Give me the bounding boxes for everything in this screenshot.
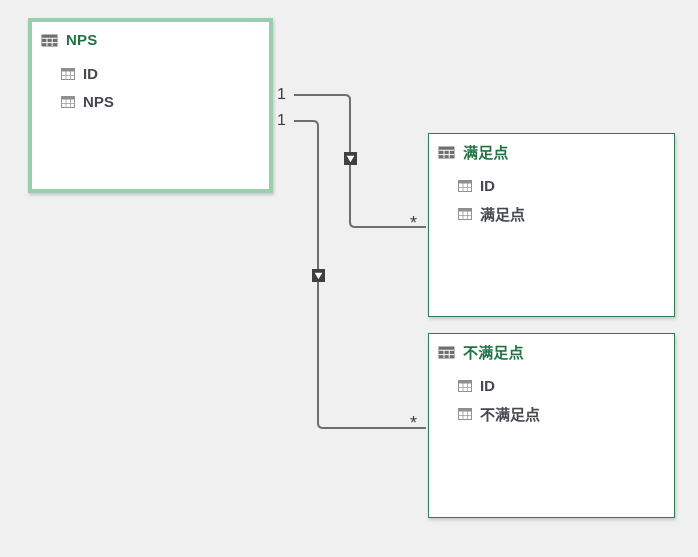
relationship-line-nps-manzudian[interactable] [294,94,426,228]
table-header[interactable]: 满足点 [438,143,666,162]
field-label: NPS [83,93,114,111]
field-table-icon [458,208,472,220]
table-header[interactable]: 不满足点 [438,343,666,362]
table-icon [438,146,455,159]
cardinality-one-label: 1 [277,112,286,129]
field-label: ID [480,377,495,395]
field-table-icon [61,96,75,108]
field-label: ID [83,65,98,83]
field-table-icon [458,380,472,392]
field-table-icon [458,408,472,420]
field-row[interactable]: ID [458,177,666,195]
table-icon [41,34,58,47]
cardinality-many-label: * [410,213,418,233]
field-row[interactable]: 不满足点 [458,405,666,424]
table-card-nps[interactable]: NPS ID NPS [28,18,273,193]
field-label: ID [480,177,495,195]
relationship-line-nps-bumanzudian[interactable] [294,120,426,429]
table-card-manzudian[interactable]: 满足点 ID 满足点 [428,133,675,317]
table-title: 不满足点 [463,345,524,362]
field-row[interactable]: ID [61,65,261,83]
cardinality-many-label: * [410,413,418,433]
field-row[interactable]: NPS [61,93,261,111]
cardinality-one-label: 1 [277,86,286,103]
table-header[interactable]: NPS [41,31,261,50]
field-label: 不满足点 [480,406,541,424]
field-table-icon [458,180,472,192]
field-table-icon [61,68,75,80]
field-row[interactable]: 满足点 [458,205,666,224]
table-title: 满足点 [463,145,509,162]
table-title: NPS [66,32,98,49]
table-icon [438,346,455,359]
table-card-bumanzudian[interactable]: 不满足点 ID 不满足点 [428,333,675,518]
field-row[interactable]: ID [458,377,666,395]
field-label: 满足点 [480,206,526,224]
